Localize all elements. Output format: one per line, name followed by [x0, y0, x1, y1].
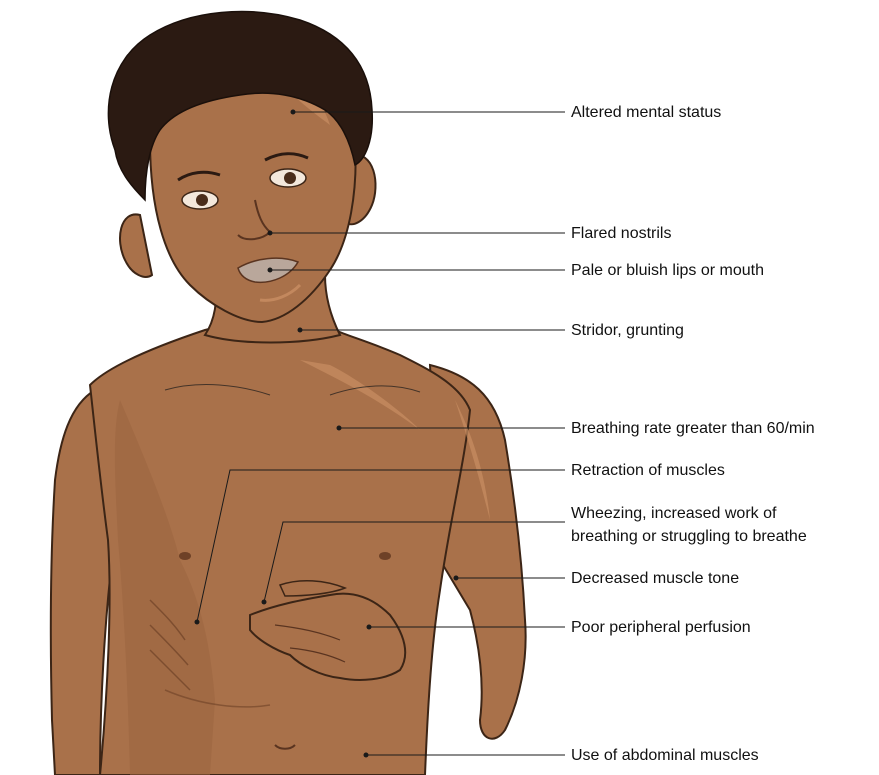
label-pale-lips: Pale or bluish lips or mouth — [571, 260, 764, 281]
head — [108, 12, 375, 322]
label-perfusion: Poor peripheral perfusion — [571, 617, 751, 638]
label-altered-mental-status: Altered mental status — [571, 102, 721, 123]
label-stridor: Stridor, grunting — [571, 320, 684, 341]
label-breathing-rate: Breathing rate greater than 60/min — [571, 418, 815, 439]
torso — [51, 323, 526, 775]
label-wheezing-line1: Wheezing, increased work of — [571, 503, 776, 524]
label-retraction: Retraction of muscles — [571, 460, 725, 481]
label-wheezing-line2: breathing or struggling to breathe — [571, 526, 807, 547]
label-abdominal: Use of abdominal muscles — [571, 745, 759, 766]
label-flared-nostrils: Flared nostrils — [571, 223, 671, 244]
label-muscle-tone: Decreased muscle tone — [571, 568, 739, 589]
